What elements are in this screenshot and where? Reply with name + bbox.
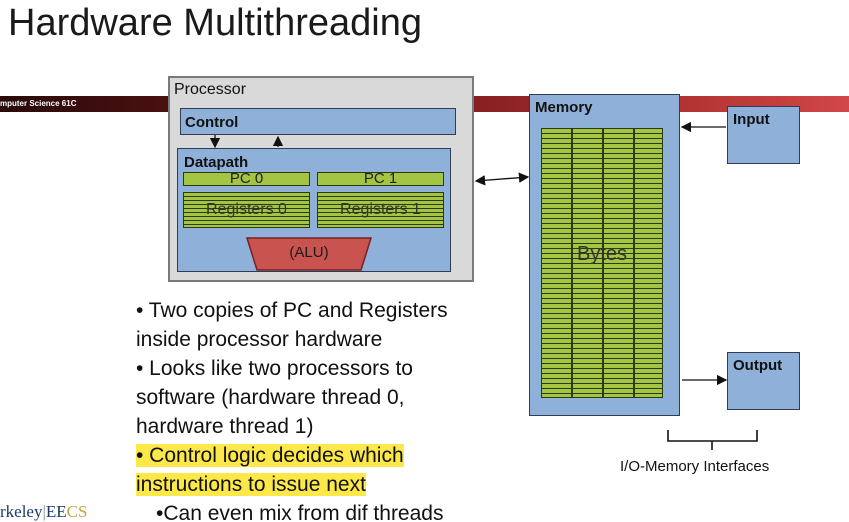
bullet-2-line-2: software (hardware thread 0, — [136, 386, 405, 409]
control-label: Control — [185, 114, 239, 131]
memory-bytes-grid — [541, 128, 663, 398]
registers-1-block: Registers 1 — [317, 192, 444, 228]
logo-separator: | — [42, 502, 46, 521]
bytes-label: Bytes — [576, 243, 628, 265]
course-band-label: mputer Science 61C — [0, 99, 77, 108]
bullet-4: •Can even mix from dif threads — [156, 502, 444, 522]
output-box: Output — [727, 352, 800, 410]
control-box: Control — [180, 108, 456, 135]
bullet-3-line-2: instructions to issue next — [136, 470, 516, 499]
logo-berkeley: rkeley — [0, 502, 43, 521]
bullet-list: • Two copies of PC and Registers inside … — [136, 296, 516, 522]
memory-label: Memory — [535, 99, 593, 116]
bullet-3-highlight-1: • Control logic decides which — [136, 444, 404, 467]
processor-label: Processor — [174, 81, 247, 98]
bullet-1-line-2: inside processor hardware — [136, 328, 383, 351]
pc-1-register: PC 1 — [317, 171, 444, 186]
io-interfaces-brace — [667, 430, 758, 450]
datapath-label: Datapath — [184, 154, 249, 171]
berkeley-eecs-logo: rkeley|EECS — [0, 502, 87, 522]
registers-0-block: Registers 0 — [183, 192, 310, 228]
input-label: Input — [733, 111, 770, 128]
alu-label: (ALU) — [289, 244, 329, 261]
logo-ee: EE — [45, 502, 67, 521]
io-interfaces-caption: I/O-Memory Interfaces — [620, 458, 770, 475]
pc-0-register: PC 0 — [183, 171, 310, 186]
output-label: Output — [733, 357, 783, 374]
bullet-2-line-1: • Looks like two processors to — [136, 357, 413, 380]
bullet-3-highlight-2: instructions to issue next — [136, 473, 366, 496]
bullet-1-line-1: • Two copies of PC and Registers — [136, 299, 448, 322]
input-box: Input — [727, 106, 800, 164]
bullet-2-line-3: hardware thread 1) — [136, 415, 314, 438]
logo-cs: CS — [66, 502, 88, 521]
slide-title: Hardware Multithreading — [8, 2, 422, 44]
processor-memory-arrow — [474, 172, 530, 186]
bullet-3-line-1: • Control logic decides which — [136, 441, 516, 470]
